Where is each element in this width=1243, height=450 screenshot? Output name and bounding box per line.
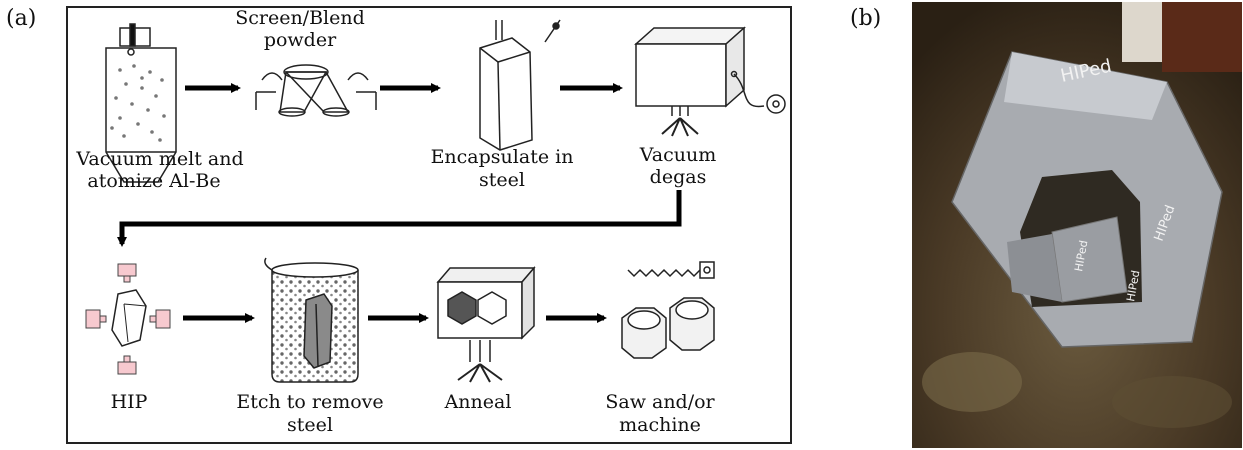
hiped-can-photo: HIPed HIPed HIPed HIPed bbox=[912, 2, 1242, 448]
caption-saw-line1: Saw and/or bbox=[605, 391, 715, 413]
anneal-furnace-icon bbox=[436, 265, 536, 383]
caption-degas-line2: degas bbox=[650, 166, 707, 188]
photo-writing-4: HIPed bbox=[1124, 269, 1142, 302]
atomizer-icon bbox=[105, 23, 177, 183]
caption-etch-line1: Etch to remove bbox=[236, 391, 383, 413]
caption-atomize-line2: atomize Al-Be bbox=[87, 170, 220, 192]
caption-degas-line1: Vacuum bbox=[639, 144, 716, 166]
caption-blend-line2: powder bbox=[264, 29, 337, 51]
etch-beaker-icon bbox=[264, 257, 359, 383]
photo-writing-3: HIPed bbox=[1072, 239, 1090, 272]
panel-label-a: (a) bbox=[6, 6, 37, 31]
arrow-degas-to-hip bbox=[117, 190, 682, 247]
caption-encapsulate-line2: steel bbox=[479, 169, 525, 191]
caption-etch-line2: steel bbox=[287, 414, 333, 436]
caption-anneal: Anneal bbox=[444, 391, 512, 413]
caption-encapsulate-line1: Encapsulate in bbox=[431, 146, 574, 168]
caption-atomize-line1: Vacuum melt and bbox=[75, 148, 243, 170]
caption-blend-line1: Screen/Blend bbox=[235, 7, 365, 29]
caption-saw-line2: machine bbox=[619, 414, 701, 436]
flow-arrows bbox=[117, 83, 682, 323]
degas-furnace-icon bbox=[634, 26, 786, 137]
hip-press-icon bbox=[85, 263, 171, 375]
saw-rings-icon bbox=[621, 261, 715, 359]
panel-label-b: (b) bbox=[850, 6, 882, 31]
caption-hip: HIP bbox=[111, 391, 148, 413]
steel-can-icon bbox=[479, 19, 561, 151]
v-blender-icon bbox=[255, 64, 377, 117]
